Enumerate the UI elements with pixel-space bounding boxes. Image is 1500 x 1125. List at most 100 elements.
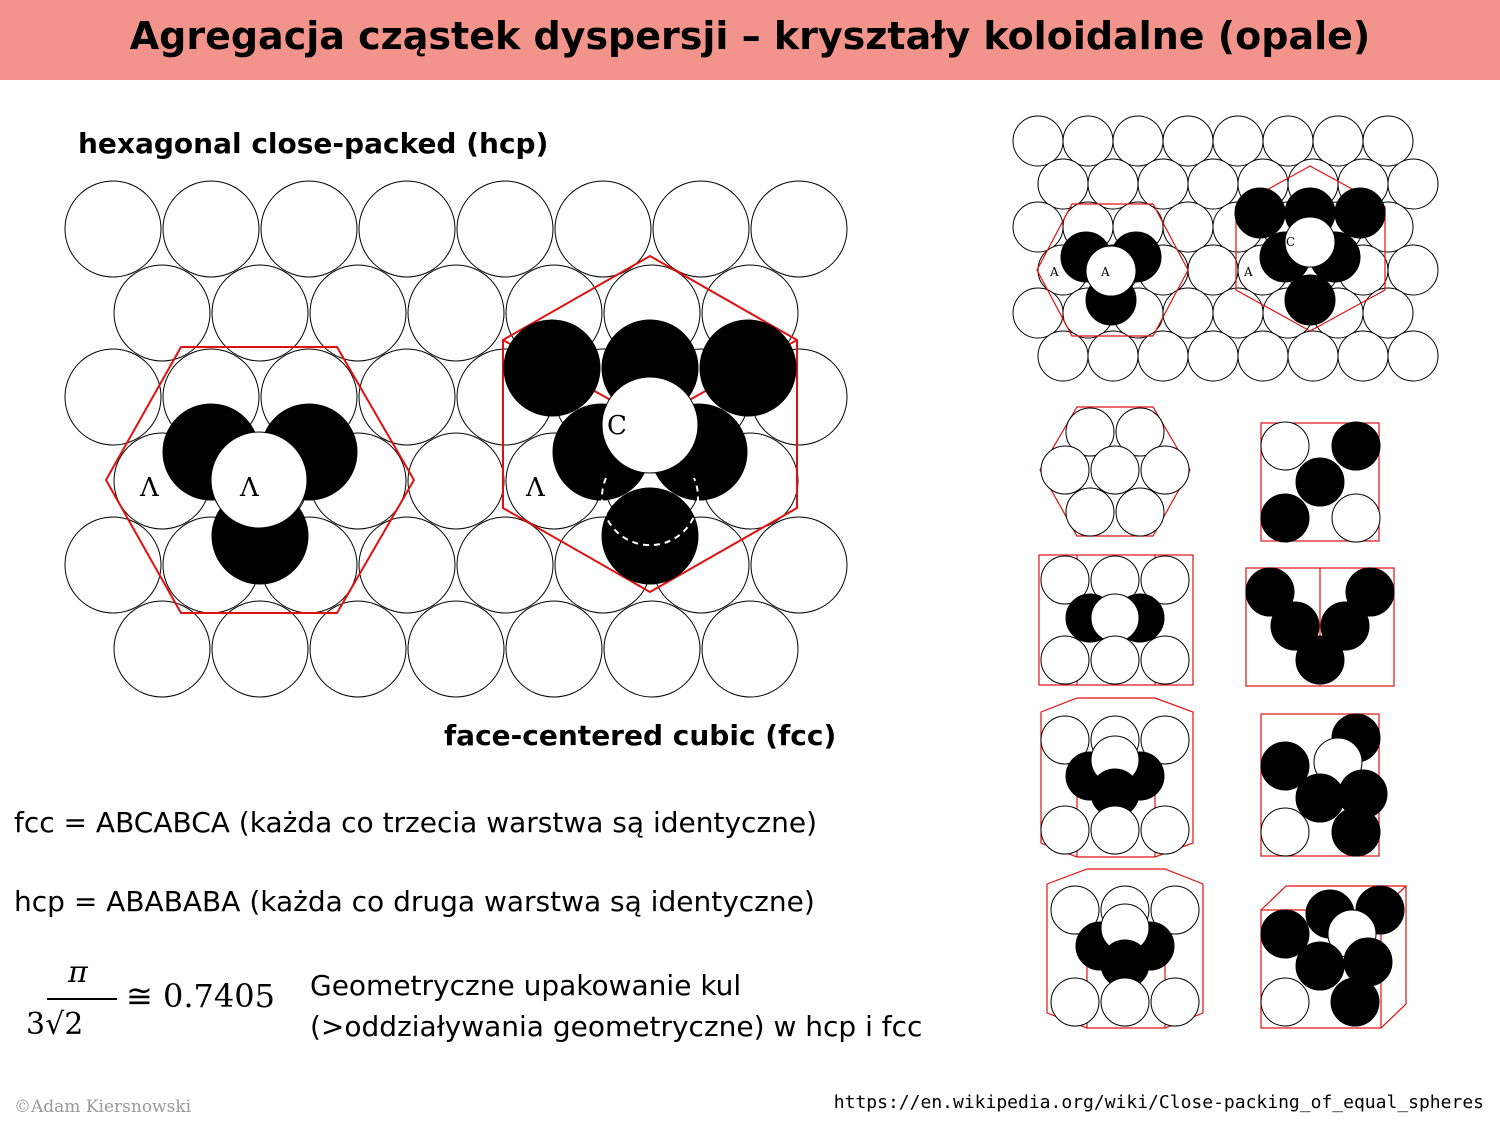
sphere (64, 348, 162, 446)
sphere (1137, 158, 1189, 210)
sphere (1137, 330, 1189, 382)
sphere (1037, 330, 1089, 382)
sphere (1087, 158, 1139, 210)
sphere (603, 600, 701, 698)
sphere (1212, 287, 1264, 339)
sphere (407, 432, 505, 530)
thumbnail-cube-3 (1260, 713, 1388, 857)
sphere (64, 180, 162, 278)
sphere (1212, 115, 1264, 167)
sphere (113, 600, 211, 698)
sphere (505, 600, 603, 698)
sphere (1162, 201, 1214, 253)
sphere (1037, 158, 1089, 210)
svg-text:B: B (1074, 240, 1083, 254)
fcc-letter-a: Λ (525, 473, 546, 503)
sphere (358, 348, 456, 446)
sphere (456, 180, 554, 278)
fcc-sphere-3 (699, 319, 797, 417)
thumbnail-hex-side-1 (1038, 554, 1194, 686)
fcc-heading: face-centered cubic (fcc) (444, 719, 837, 752)
sphere (1162, 115, 1214, 167)
page-title: Agregacja cząstek dyspersji – kryształy … (129, 14, 1371, 58)
sphere (1362, 287, 1414, 339)
title-bar (0, 0, 1500, 80)
hcp-highlight: B Λ Λ (104, 346, 416, 614)
sphere (1012, 115, 1064, 167)
sphere (1162, 287, 1214, 339)
sphere (1337, 330, 1389, 382)
description-line-2: (>oddziaływania geometryczne) w hcp i fc… (310, 1010, 923, 1043)
overview-highlights: B A A C B A (1036, 165, 1386, 337)
sphere (211, 264, 309, 362)
sphere (309, 600, 407, 698)
fcc-sphere-6 (601, 487, 699, 585)
svg-text:A: A (1100, 265, 1110, 279)
sphere (260, 180, 358, 278)
sphere (162, 180, 260, 278)
svg-text:A: A (1049, 265, 1059, 279)
svg-text:C: C (1286, 235, 1295, 249)
sphere (358, 180, 456, 278)
formula-value: ≅ 0.7405 (126, 977, 275, 1015)
sphere (113, 264, 211, 362)
sphere (750, 516, 848, 614)
sphere (750, 180, 848, 278)
sphere (1262, 115, 1314, 167)
sphere (1362, 115, 1414, 167)
sphere (1187, 244, 1239, 296)
sphere (1237, 330, 1289, 382)
fcc-sphere-c (601, 376, 699, 474)
hcp-hexagon-outline (104, 346, 416, 614)
thumbnail-hex-top (1039, 406, 1191, 537)
thumbnail-hex-side-3 (1046, 868, 1204, 1029)
sphere (1312, 115, 1364, 167)
sphere (1387, 158, 1439, 210)
formula-numerator: π (68, 955, 88, 990)
hcp-sphere-a-top (210, 431, 308, 529)
fcc-highlight: C B Λ (502, 254, 798, 594)
sphere (1287, 330, 1339, 382)
sphere (554, 180, 652, 278)
author-credit: ©Adam Kiersnowski (14, 1097, 192, 1117)
sphere (309, 264, 407, 362)
fcc-letter-b: B (568, 443, 587, 473)
sphere (1112, 115, 1164, 167)
source-url: https://en.wikipedia.org/wiki/Close-pack… (833, 1092, 1484, 1113)
hcp-heading: hexagonal close-packed (hcp) (78, 127, 549, 160)
sphere (407, 600, 505, 698)
sphere (1012, 201, 1064, 253)
sphere (1387, 330, 1439, 382)
sphere-layer-grid (64, 180, 848, 698)
formula-denominator: 3√2 (26, 1007, 84, 1042)
svg-text:B: B (1268, 251, 1277, 265)
sphere (64, 516, 162, 614)
sphere (1012, 287, 1064, 339)
sphere (1087, 330, 1139, 382)
sphere (1062, 115, 1114, 167)
thumbnail-cube-4 (1260, 885, 1407, 1029)
fcc-hidden-sphere (601, 477, 699, 547)
thumbnail-cube-2 (1245, 567, 1395, 687)
hcp-letter-a2: Λ (239, 473, 260, 503)
sphere (1187, 158, 1239, 210)
packing-fraction-formula: π 3√2 ≅ 0.7405 (22, 955, 275, 1050)
overview-hcp-hexagon (1036, 203, 1189, 337)
sphere (652, 180, 750, 278)
sphere (1187, 330, 1239, 382)
fcc-sequence-note: fcc = ABCABCA (każda co trzecia warstwa … (14, 806, 818, 839)
sphere (358, 516, 456, 614)
svg-text:A: A (1243, 265, 1253, 279)
fcc-sphere-1 (503, 319, 601, 417)
sphere (211, 600, 309, 698)
thumbnail-hex-side-2 (1040, 697, 1194, 858)
sphere (456, 516, 554, 614)
sphere (407, 264, 505, 362)
hcp-sequence-note: hcp = ABABABA (każda co druga warstwa są… (14, 885, 815, 918)
hcp-letter-b: B (186, 423, 205, 453)
thumbnail-cube-1 (1260, 421, 1381, 543)
hcp-letter-a1: Λ (139, 473, 160, 503)
sphere (701, 600, 799, 698)
sphere (1387, 244, 1439, 296)
